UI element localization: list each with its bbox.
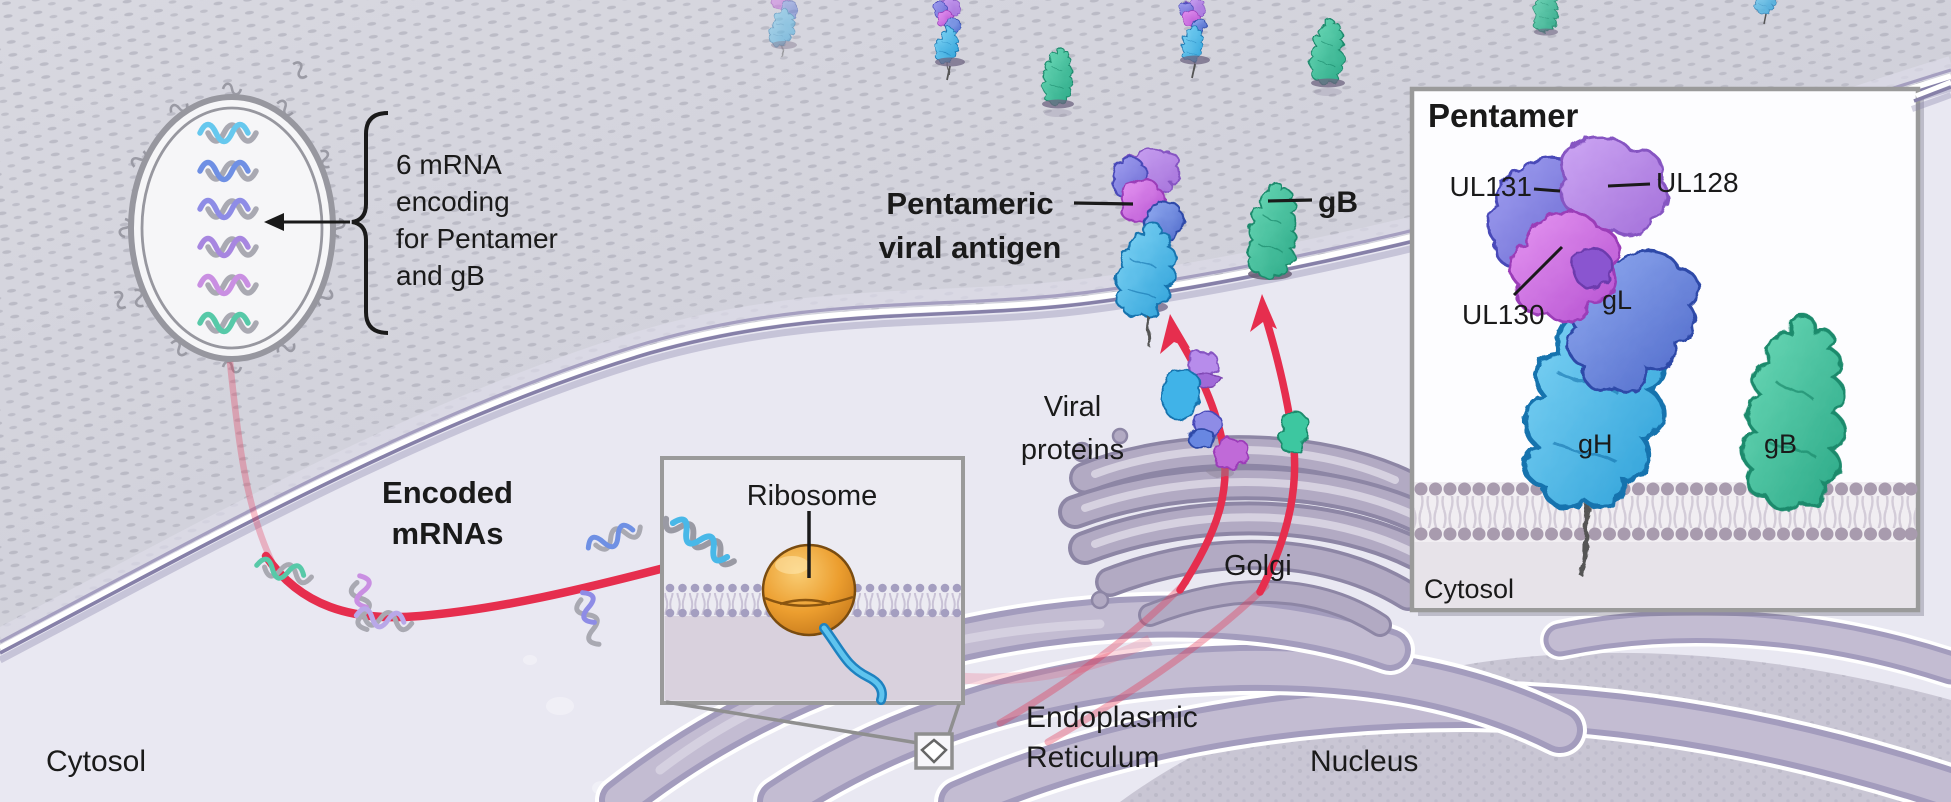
arrowhead-icon [1250,294,1277,332]
pentameric-antigen-main [1073,148,1185,346]
inset-callout [665,700,961,770]
gb-inset-label: gB [1764,429,1798,459]
gh-cytoplasmic-tail [1577,504,1591,577]
ul130-protein [1508,210,1621,324]
ribosome [761,543,857,637]
ribosome-inset [660,456,965,705]
lnp-mrna-strands [197,121,259,335]
inset-cytosol-label: Cytosol [1424,574,1515,604]
gh-label: gH [1578,429,1613,459]
ul-accent [1571,247,1614,290]
gb-label-line [1267,198,1313,203]
surface-proteins [768,0,1776,117]
pentamer-inset [1409,86,1924,616]
gl-label: gL [1602,285,1633,315]
ul130-label: UL130 [1462,299,1545,330]
inset-label-lines [1512,182,1651,297]
pentamer-inset-title: Pentamer [1428,97,1579,134]
endoplasmic-reticulum-label: Endoplasmic Reticulum [1026,701,1198,774]
nascent-protein [819,623,887,705]
cytosol-label: Cytosol [46,745,147,778]
membrane-corner [1910,79,1951,112]
ribosome-label: Ribosome [746,480,878,512]
arrowhead-icon [1160,314,1190,354]
viral-protein-cluster [1160,350,1310,477]
lnp-caption: 6 mRNA encoding for Pentamer and gB [396,149,558,291]
pentameric-label-line [1073,201,1134,206]
arrow-to-mrna-icon [264,213,284,231]
viral-proteins-label: Viral proteins [1020,391,1125,466]
lipid-nanoparticle [108,58,346,374]
inset-membrane-tails [1414,496,1916,528]
lnp-caption-brace [264,111,389,335]
encoded-mrna-strands [254,522,643,647]
pentameric-viral-antigen-label: Pentameric viral antigen [878,186,1062,265]
ul131-label: UL131 [1449,171,1532,202]
golgi-label: Golgi [1224,550,1292,582]
nucleus-label: Nucleus [1310,745,1419,778]
gb-main [1245,181,1313,280]
gb-label: gB [1318,186,1358,219]
translating-mrna [662,515,737,568]
ul128-label: UL128 [1656,167,1739,198]
encoded-mrnas-label: Encoded mRNAs [382,475,513,551]
golgi-apparatus [1058,427,1461,637]
